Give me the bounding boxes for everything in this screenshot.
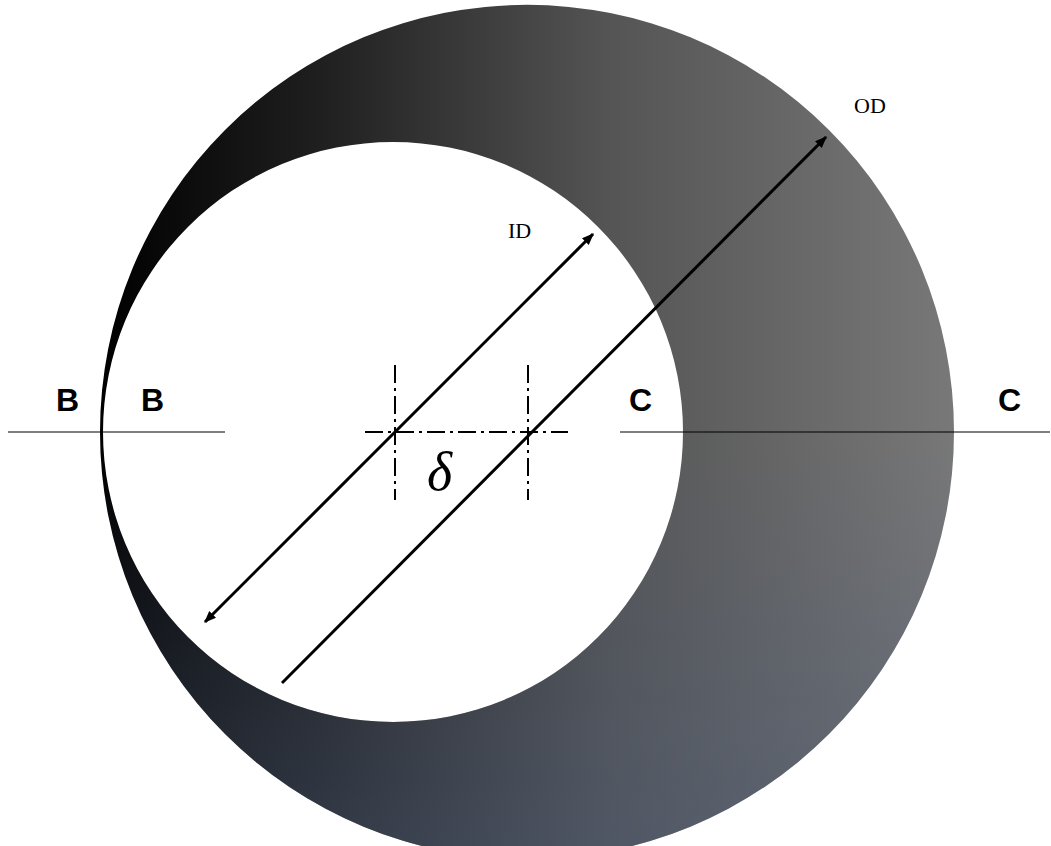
section-line bbox=[8, 431, 225, 432]
section-letter: B bbox=[141, 384, 164, 416]
dimension-label: OD bbox=[854, 95, 886, 117]
section-line bbox=[620, 431, 1050, 432]
annulus-tint bbox=[100, 5, 954, 846]
section-letter: C bbox=[629, 384, 652, 416]
od-dimension-arrow bbox=[282, 137, 826, 683]
section-letter: B bbox=[56, 384, 79, 416]
dimension-label: ID bbox=[508, 220, 531, 242]
offset-symbol: δ bbox=[427, 445, 452, 499]
section-letter: C bbox=[998, 384, 1021, 416]
annulus-ring bbox=[100, 5, 954, 846]
